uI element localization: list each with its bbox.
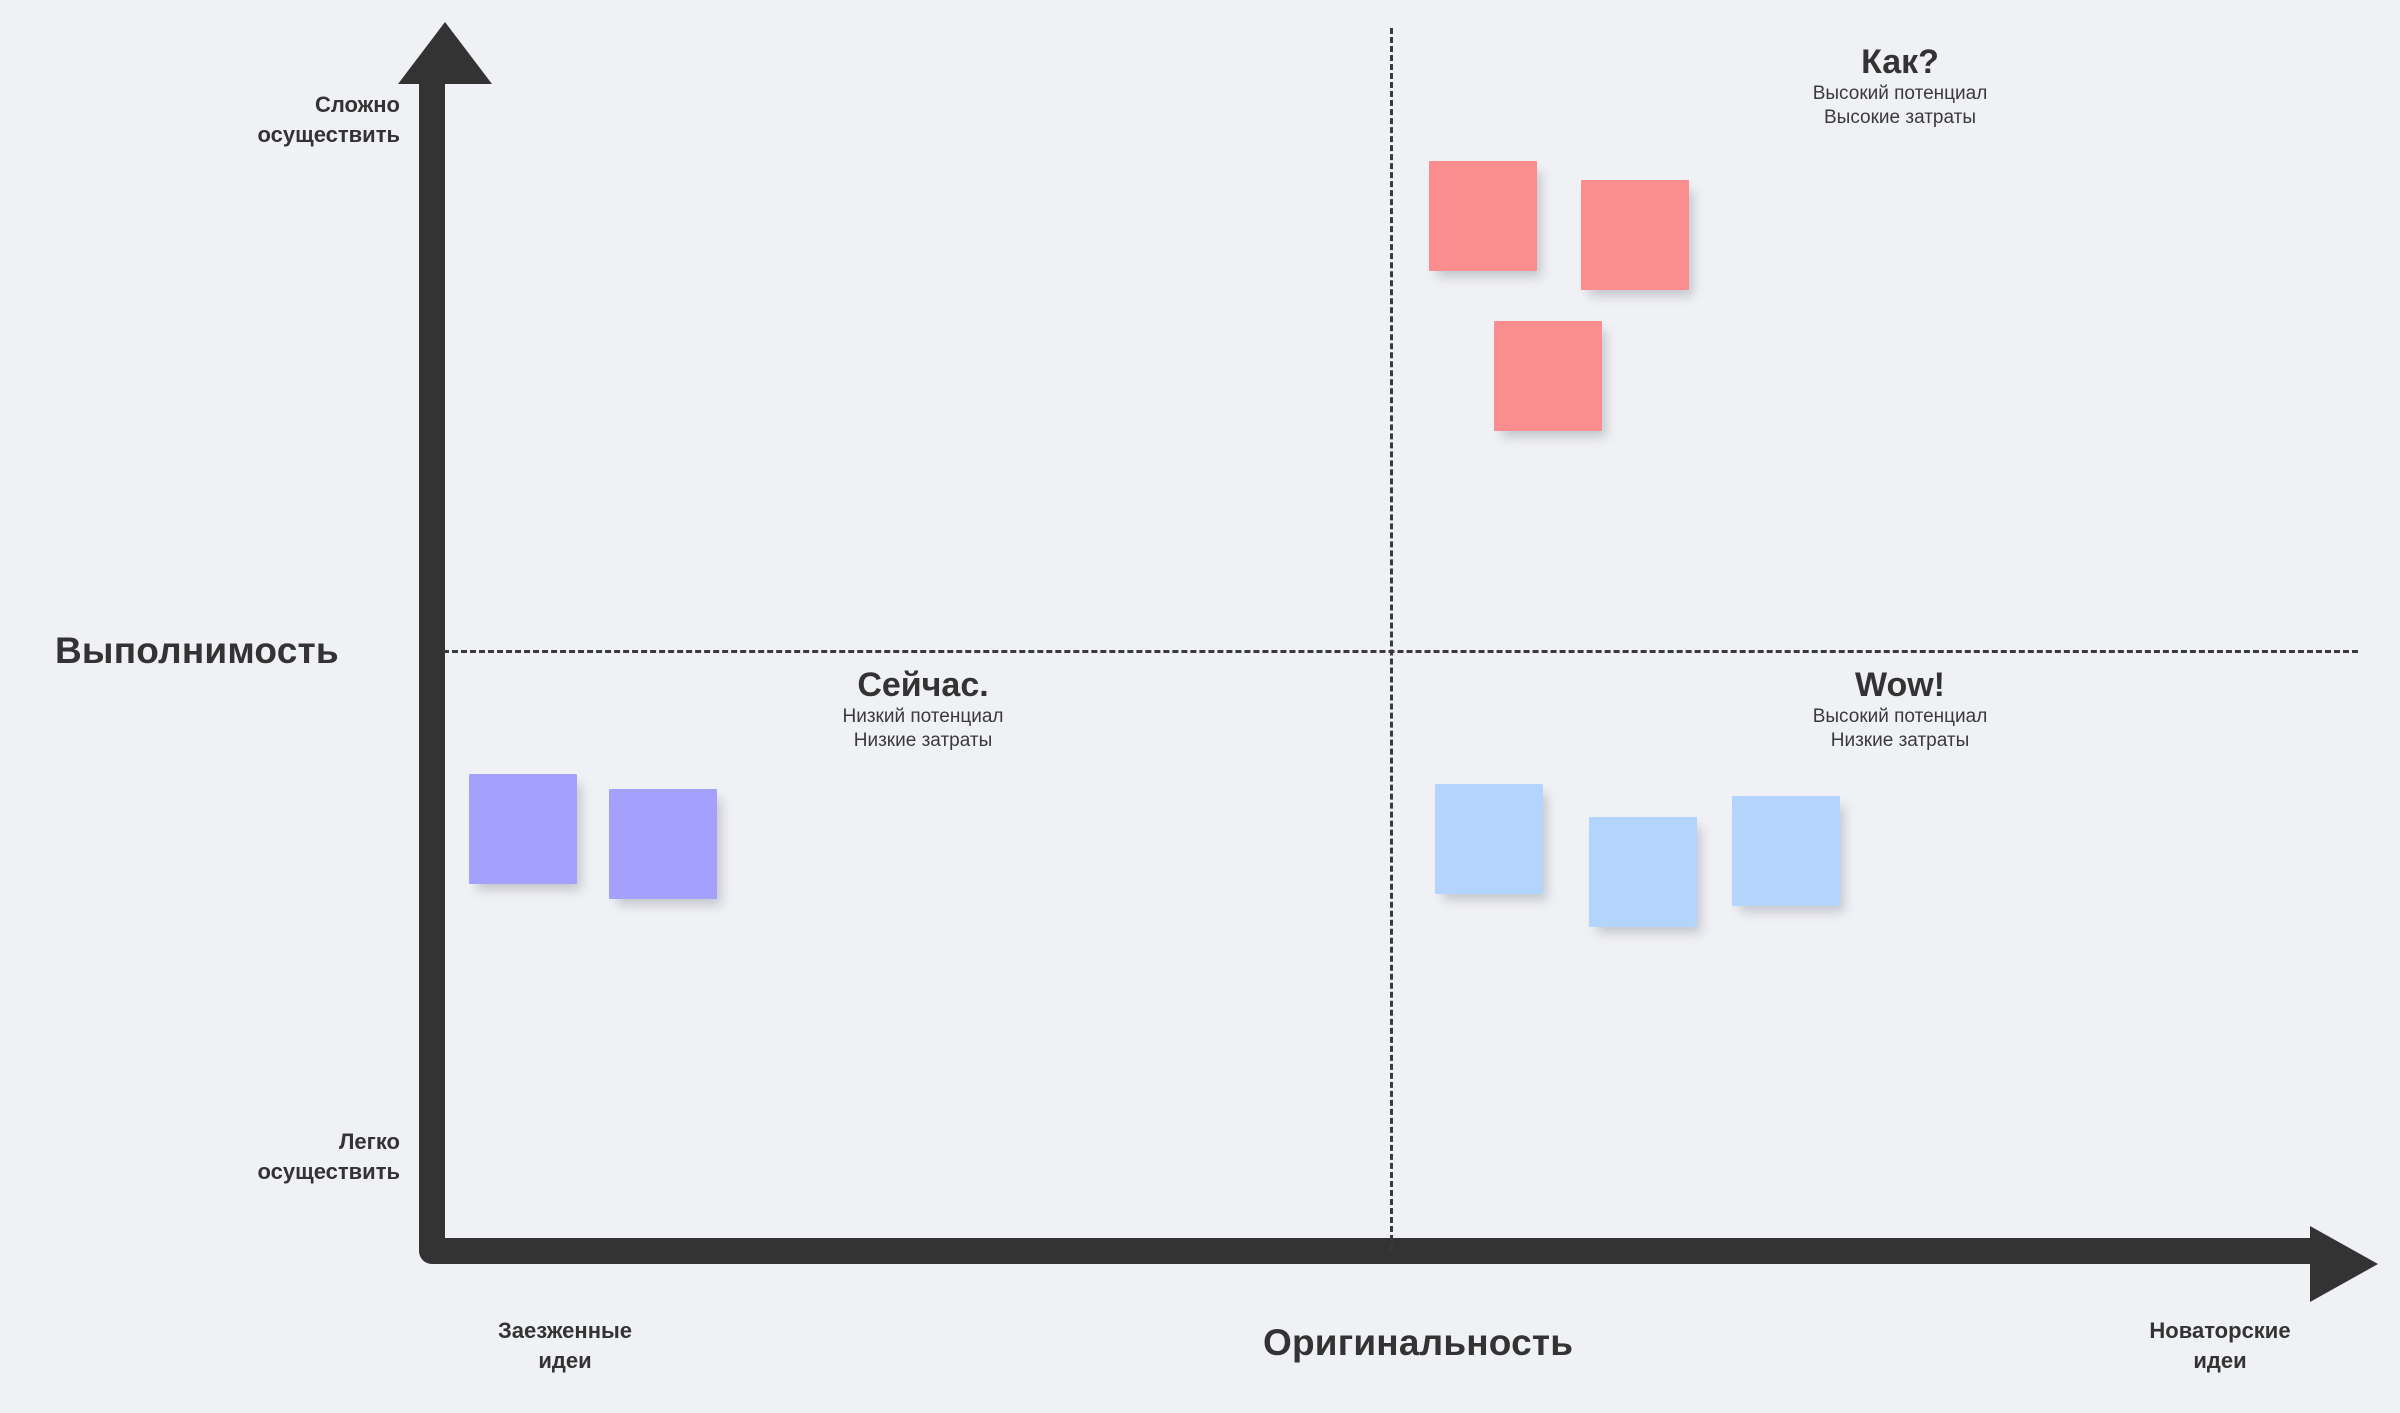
quadrant-how-subtitle-line1: Высокий потенциал	[1812, 83, 1988, 104]
x-axis-left-caption: Заезженные идеи	[420, 1316, 710, 1376]
y-axis-top-caption: Сложно осуществить	[150, 90, 400, 150]
horizontal-quadrant-divider	[443, 650, 2358, 653]
x-axis-right-caption-line2: идеи	[2193, 1348, 2247, 1373]
vertical-quadrant-divider	[1390, 28, 1393, 1250]
quadrant-label-how: Как? Высокий потенциал Высокие затраты	[1700, 42, 2100, 130]
x-axis-left-caption-line2: идеи	[538, 1348, 592, 1373]
quadrant-wow-subtitle-line2: Низкие затраты	[1830, 730, 1970, 751]
y-axis-top-caption-line2: осуществить	[257, 122, 400, 147]
sticky-note[interactable]	[1581, 180, 1689, 290]
quadrant-label-now: Сейчас. Низкий потенциал Низкие затраты	[723, 665, 1123, 753]
quadrant-label-wow: Wow! Высокий потенциал Низкие затраты	[1700, 665, 2100, 753]
quadrant-wow-subtitle-line1: Высокий потенциал	[1812, 706, 1988, 727]
x-axis-right-caption: Новаторские идеи	[2075, 1316, 2365, 1376]
sticky-note[interactable]	[1435, 784, 1543, 894]
sticky-note[interactable]	[1589, 817, 1697, 927]
x-axis-right-caption-line1: Новаторские	[2149, 1318, 2291, 1343]
y-axis-bottom-caption-line2: осуществить	[257, 1159, 400, 1184]
sticky-note[interactable]	[609, 789, 717, 899]
sticky-note[interactable]	[1429, 161, 1537, 271]
y-axis-bottom-caption: Легко осуществить	[150, 1127, 400, 1187]
x-axis-left-caption-line1: Заезженные	[497, 1318, 633, 1343]
quadrant-now-title: Сейчас.	[857, 666, 989, 704]
y-axis-title: Выполнимость	[55, 630, 339, 671]
sticky-note[interactable]	[1494, 321, 1602, 431]
quadrant-wow-title: Wow!	[1854, 666, 1945, 704]
y-axis-bottom-caption-line1: Легко	[339, 1129, 400, 1154]
quadrant-now-subtitle-line1: Низкий потенциал	[842, 706, 1004, 727]
y-axis-top-caption-line1: Сложно	[314, 92, 400, 117]
quadrant-how-subtitle-line2: Высокие затраты	[1823, 107, 1977, 128]
quadrant-how-title: Как?	[1861, 43, 1939, 81]
quadrant-now-subtitle-line2: Низкие затраты	[853, 730, 993, 751]
x-axis-title: Оригинальность	[1263, 1322, 1574, 1363]
sticky-note[interactable]	[1732, 796, 1840, 906]
sticky-note[interactable]	[469, 774, 577, 884]
